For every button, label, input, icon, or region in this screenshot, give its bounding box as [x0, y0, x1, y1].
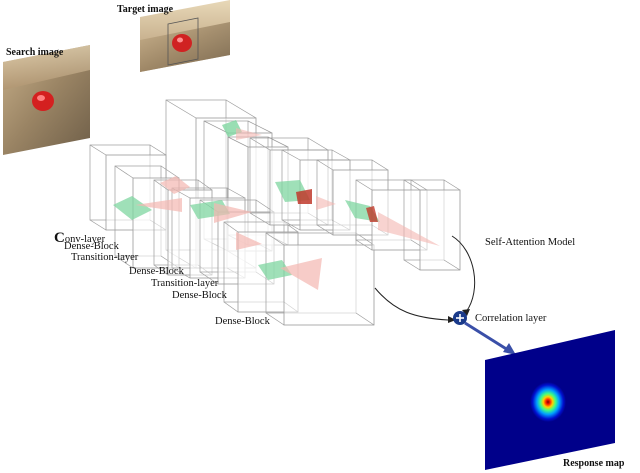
layer-block	[265, 232, 375, 326]
correlation-layer-label: Correlation layer	[475, 313, 547, 324]
search-image-label: Search image	[6, 47, 64, 58]
search-image	[3, 45, 90, 155]
output-arrow	[464, 321, 509, 352]
transition-layer-label-2: Transition-layer	[151, 278, 219, 289]
target-object	[172, 34, 192, 52]
dense-block-label-4: Dense-Block	[215, 316, 270, 327]
target-image-label: Target image	[117, 4, 174, 15]
feature-volumes	[113, 120, 440, 290]
layer-block	[403, 179, 461, 271]
conv-layer-label: Conv-layer	[54, 229, 105, 247]
target-image	[140, 0, 230, 72]
conv-layer-initial: C	[54, 230, 65, 246]
transition-layer-label-1: Transition-layer	[71, 252, 139, 263]
search-target-object	[32, 91, 54, 111]
response-map-label: Response map	[563, 458, 625, 469]
self-attention-model-label: Self-Attention Model	[485, 237, 576, 248]
cross-correlation-icon	[453, 311, 467, 325]
conv-layer-rest: onv-layer	[64, 234, 106, 245]
connection-arrows	[374, 235, 516, 355]
response-peak	[530, 382, 566, 422]
dense-block-label-1: Dense-Block	[64, 241, 119, 252]
dense-block-label-2: Dense-Block	[129, 266, 184, 277]
response-map	[485, 330, 615, 470]
dense-block-label-3: Dense-Block	[172, 290, 227, 301]
